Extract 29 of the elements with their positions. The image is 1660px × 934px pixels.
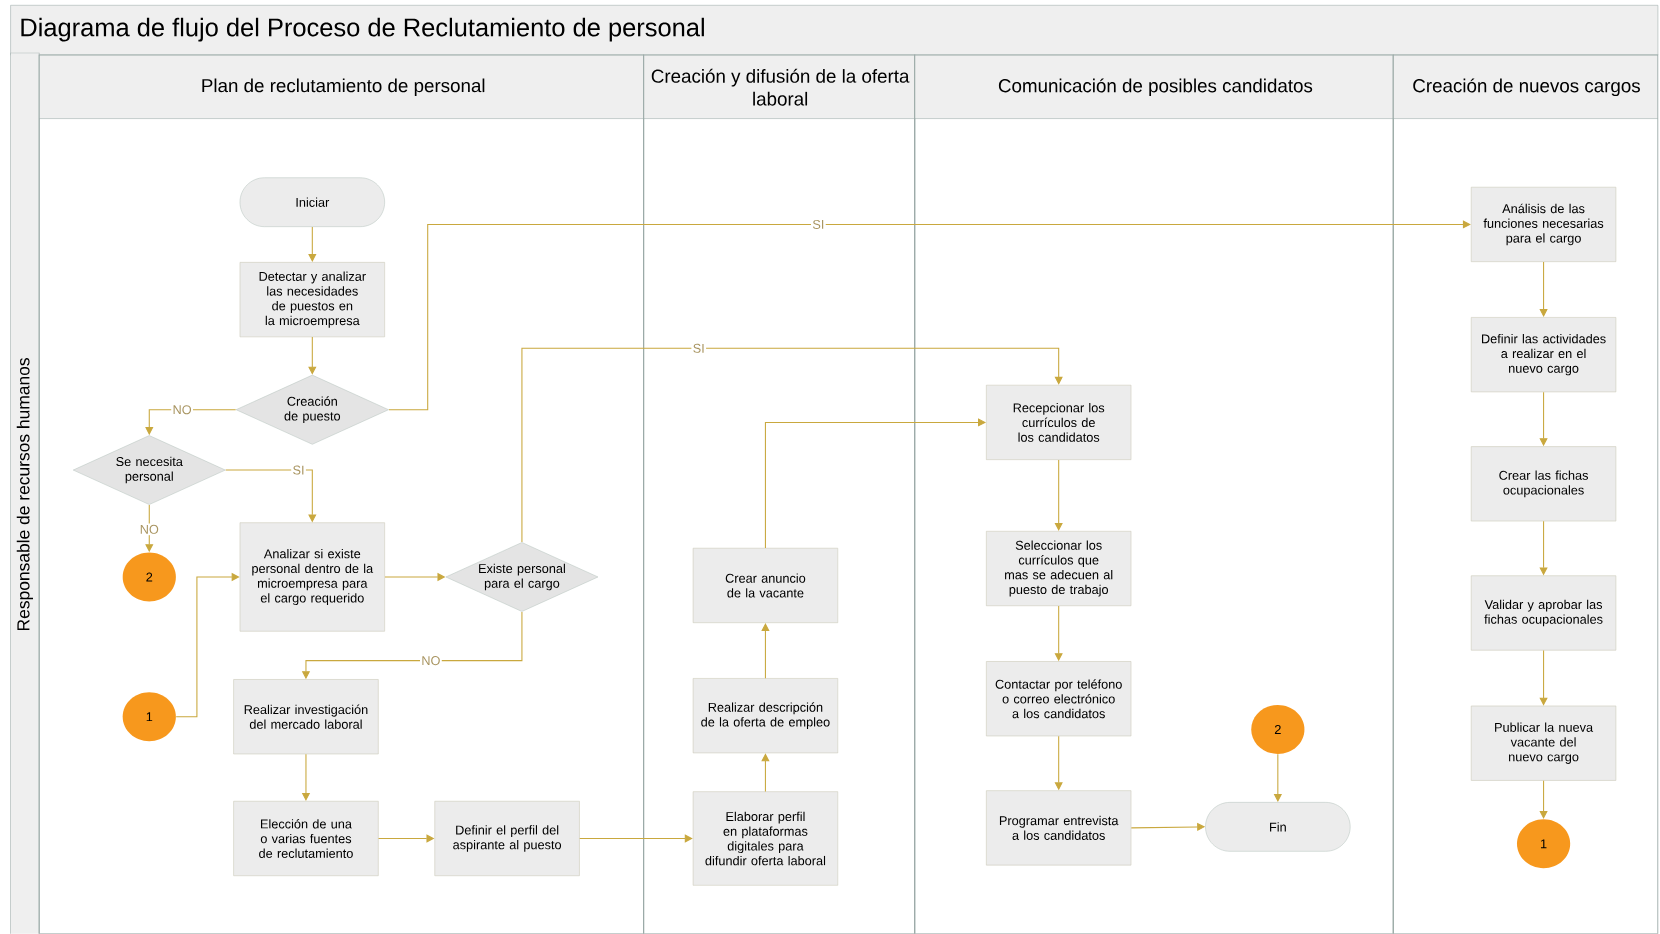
process-box: Realizar descripción de la oferta de empleo xyxy=(692,678,839,754)
process-box: Publicar la nueva vacante del nuevo cargo xyxy=(1470,705,1617,781)
process-box: Elaborar perfil en plataformas digitales para difundir oferta laboral xyxy=(692,791,839,886)
process-box: Realizar investigación del mercado laboral xyxy=(233,679,379,755)
process-box: Crear anuncio de la vacante xyxy=(692,548,839,624)
process-box: Elección de una o varias fuentes de reclutamiento xyxy=(233,801,379,877)
arrow xyxy=(308,336,317,375)
edge-label: SI xyxy=(691,342,707,355)
arrow xyxy=(521,347,1063,543)
process-box: Análisis de las funciones necesarias para el cargo xyxy=(1470,187,1617,263)
arrow xyxy=(1539,650,1548,706)
process-box: Detectar y analizar las necesidades de puestos en la microempresa xyxy=(239,262,385,338)
arrow xyxy=(175,572,240,718)
process-box: Programar entrevista a los candidatos xyxy=(986,790,1132,866)
process-box: Seleccionar los currículos que mas se adecuen al puesto de trabajo xyxy=(986,531,1132,607)
edge-label: SI xyxy=(291,464,306,477)
process-box: Contactar por teléfono o correo electrónico a los candidatos xyxy=(986,661,1132,737)
process-box: Recepcionar los currículos de los candidatos xyxy=(986,385,1132,461)
process-box: Definir las actividades a realizar en el nuevo cargo xyxy=(1470,317,1617,393)
arrow xyxy=(579,834,693,843)
arrow xyxy=(388,220,1471,411)
process-box: Definir el perfil del aspirante al puesto xyxy=(434,801,580,877)
process-box: Validar y aprobar las fichas ocupacionales xyxy=(1470,575,1617,651)
process-box: Crear las fichas ocupacionales xyxy=(1470,446,1617,522)
arrow xyxy=(761,623,770,679)
process-box: Analizar si existe personal dentro de la microempresa para el cargo requerido xyxy=(239,522,385,632)
arrow xyxy=(761,753,770,793)
lane-label-band: Responsable de recursos humanos xyxy=(10,52,40,934)
edge-label: NO xyxy=(138,523,161,536)
